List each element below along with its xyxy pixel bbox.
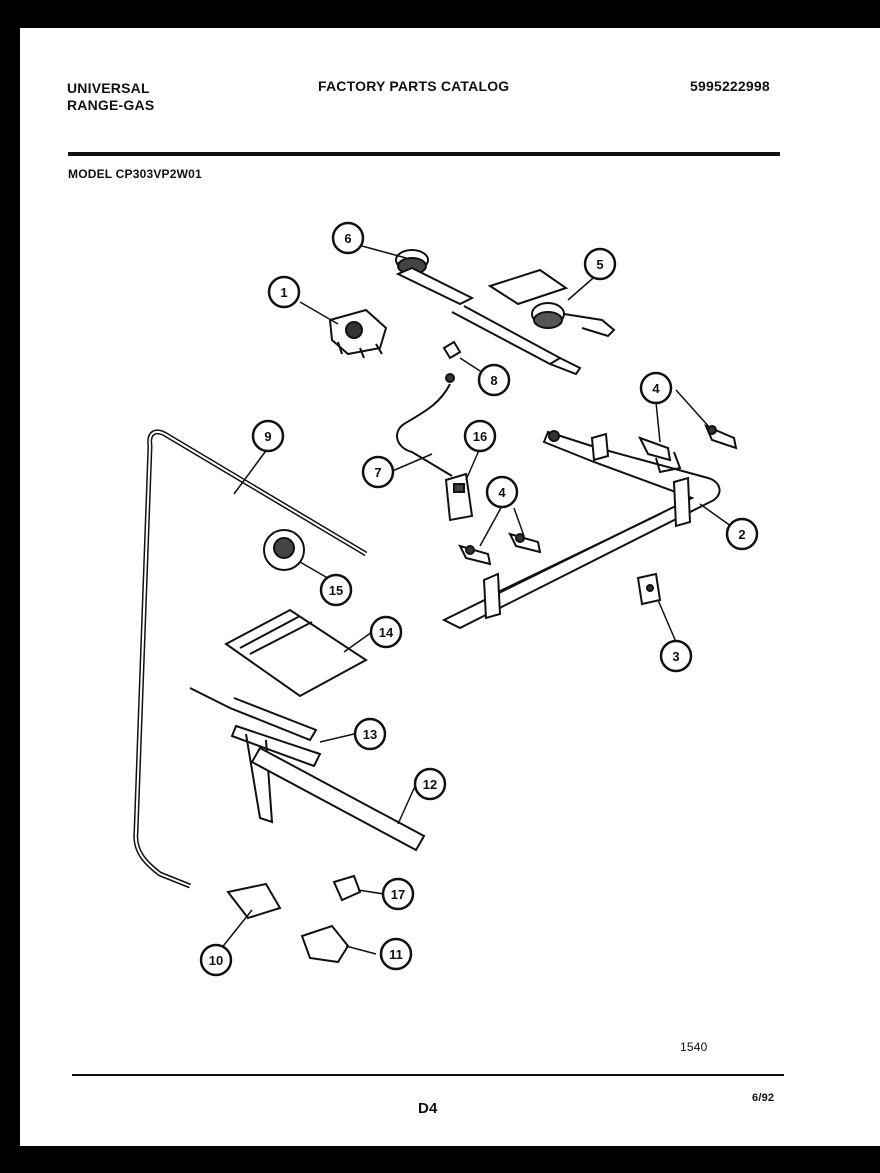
callout-4-3: 4 — [639, 371, 673, 405]
callout-3: 3 — [659, 639, 693, 673]
part-13-drawing — [189, 687, 322, 824]
callout-16: 16 — [463, 419, 497, 453]
callout-number: 11 — [389, 947, 403, 962]
callout-6: 6 — [331, 221, 365, 255]
part-6-drawing — [395, 249, 582, 376]
part-1-drawing — [328, 308, 388, 359]
callout-14: 14 — [369, 615, 403, 649]
callout-number: 12 — [423, 777, 437, 792]
callout-13: 13 — [353, 717, 387, 751]
callout-number: 15 — [329, 583, 343, 598]
callout-circle — [413, 767, 447, 801]
callout-number: 17 — [391, 887, 405, 902]
callout-1: 1 — [267, 275, 301, 309]
callout-number: 10 — [209, 953, 223, 968]
callout-9: 9 — [251, 419, 285, 453]
brand-line-2: RANGE-GAS — [67, 97, 155, 113]
callout-circle — [583, 247, 617, 281]
callout-circle — [463, 419, 497, 453]
part-9-drawing-inner — [134, 430, 367, 887]
part-16-drawing — [444, 472, 474, 522]
callout-number: 2 — [738, 527, 745, 542]
callout-circle — [369, 615, 403, 649]
callout-number: 16 — [473, 429, 487, 444]
callout-circle — [659, 639, 693, 673]
callout-circle — [725, 517, 759, 551]
brand-line-1: UNIVERSAL — [67, 80, 150, 96]
callout-circle — [331, 221, 365, 255]
part-2-drawing — [441, 430, 721, 630]
part-3-drawing — [636, 572, 662, 606]
brand-block: UNIVERSAL RANGE-GAS — [67, 80, 154, 114]
print-date: 6/92 — [752, 1092, 775, 1104]
callout-circle — [267, 275, 301, 309]
callout-circle — [251, 419, 285, 453]
callout-circle — [477, 363, 511, 397]
part-7-drawing — [396, 383, 453, 477]
callout-circle — [199, 943, 233, 977]
callout-5: 5 — [583, 247, 617, 281]
part-8-drawing — [442, 340, 462, 383]
part-15-drawing — [263, 529, 305, 571]
footer-rule — [72, 1074, 784, 1076]
leader-lines — [219, 245, 743, 955]
callout-4-4: 4 — [485, 475, 519, 509]
part-11-drawing — [300, 924, 350, 964]
callout-circle — [381, 877, 415, 911]
callout-circle — [379, 937, 413, 971]
callout-circle — [353, 717, 387, 751]
callout-number: 9 — [264, 429, 271, 444]
callout-11: 11 — [379, 937, 413, 971]
page-code: D4 — [418, 1100, 438, 1117]
callout-2: 2 — [725, 517, 759, 551]
callout-10: 10 — [199, 943, 233, 977]
callout-17: 17 — [381, 877, 415, 911]
part-4-middle-drawing — [458, 532, 542, 566]
part-14-drawing — [224, 608, 368, 698]
callout-number: 7 — [374, 465, 381, 480]
callout-number: 4 — [498, 485, 506, 500]
callout-number: 13 — [363, 727, 377, 742]
catalog-title: FACTORY PARTS CATALOG — [318, 78, 510, 94]
part-17-drawing — [332, 874, 362, 902]
part-4-right-drawing — [637, 424, 738, 474]
callout-circle — [639, 371, 673, 405]
callout-8: 8 — [477, 363, 511, 397]
callout-15: 15 — [319, 573, 353, 607]
catalog-page: UNIVERSAL RANGE-GAS FACTORY PARTS CATALO… — [20, 28, 880, 1146]
figure-number: 1540 — [680, 1040, 708, 1054]
callout-circle — [319, 573, 353, 607]
callout-number: 1 — [280, 285, 287, 300]
callout-circle — [485, 475, 519, 509]
callout-circle — [361, 455, 395, 489]
callout-12: 12 — [413, 767, 447, 801]
callout-7: 7 — [361, 455, 395, 489]
callout-number: 5 — [596, 257, 603, 272]
callout-number: 4 — [652, 381, 660, 396]
header-rule — [68, 152, 780, 156]
part-10-drawing — [226, 882, 282, 920]
part-12-drawing — [250, 746, 426, 852]
callout-number: 3 — [672, 649, 679, 664]
callout-number: 14 — [379, 625, 394, 640]
part-5-drawing — [487, 268, 616, 338]
callout-number: 8 — [490, 373, 497, 388]
model-label: MODEL CP303VP2W01 — [68, 167, 202, 181]
callout-number: 6 — [344, 231, 351, 246]
part-number: 5995222998 — [690, 78, 770, 94]
